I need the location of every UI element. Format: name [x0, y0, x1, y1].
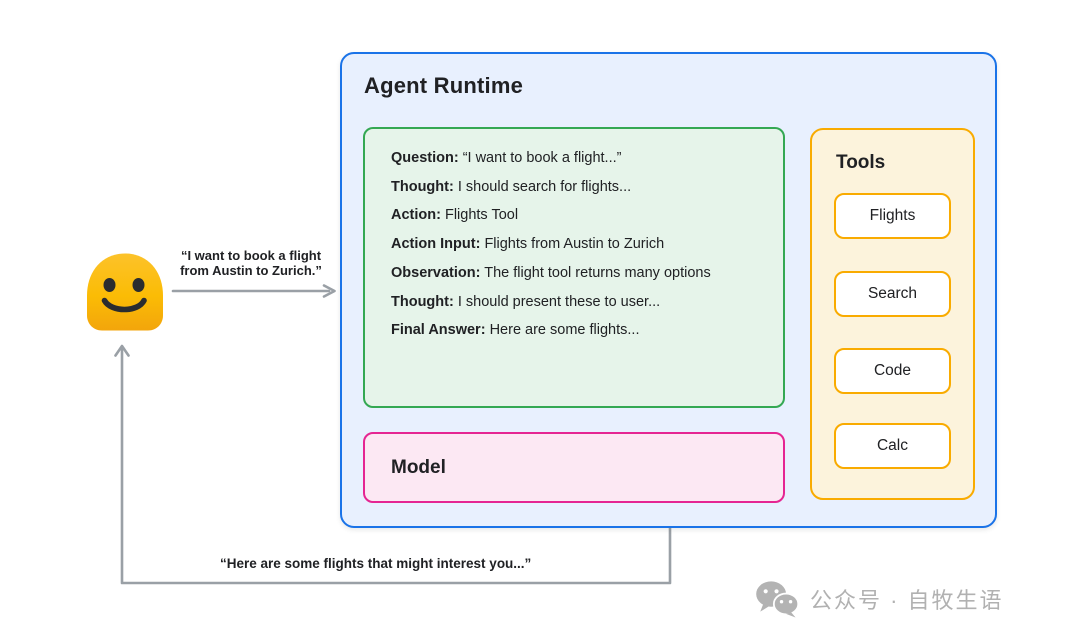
tools-title: Tools: [836, 152, 886, 173]
scratchpad-line-thought1: Thought: I should search for flights...: [391, 173, 769, 202]
watermark-text: 公众号 · 自牧生语: [810, 588, 1004, 613]
scratchpad-box: Question: “I want to book a flight...” T…: [363, 127, 785, 408]
line-label: Question:: [391, 150, 459, 166]
line-label: Action:: [391, 207, 441, 224]
model-box: Model: [363, 432, 785, 503]
request-message-line1: “I want to book a flight: [180, 248, 322, 263]
line-label: Final Answer:: [391, 322, 486, 339]
tool-code: Code: [834, 348, 951, 394]
line-text: Flights Tool: [444, 207, 519, 224]
line-text: Here are some flights...: [489, 322, 640, 339]
user-emoji: [82, 252, 168, 337]
tool-search: Search: [834, 271, 951, 317]
line-label: Thought:: [391, 178, 454, 195]
line-text: “I want to book a flight...”: [462, 150, 622, 166]
line-text: I should present these to user...: [457, 293, 661, 310]
blob-smiley-icon: [87, 253, 163, 331]
scratchpad-line-question: Question: “I want to book a flight...”: [391, 144, 769, 173]
agent-runtime-title: Agent Runtime: [364, 73, 524, 98]
line-text: Flights from Austin to Zurich: [484, 236, 665, 253]
scratchpad-line-action: Action: Flights Tool: [391, 201, 769, 230]
line-label: Thought:: [391, 293, 454, 310]
tool-calc: Calc: [834, 423, 951, 469]
line-label: Action Input:: [391, 236, 481, 253]
line-label: Observation:: [391, 264, 481, 281]
scratchpad-line-action-input: Action Input: Flights from Austin to Zur…: [391, 230, 769, 259]
request-message-line2: from Austin to Zurich.”: [180, 262, 322, 278]
tool-flights: Flights: [834, 193, 951, 239]
request-message: “I want to book a flight from Austin to …: [168, 248, 334, 278]
model-label: Model: [391, 456, 446, 478]
wechat-icon: [756, 581, 800, 618]
watermark: 公众号 · 自牧生语: [754, 580, 1004, 618]
line-text: The flight tool returns many options: [484, 264, 711, 281]
scratchpad-line-thought2: Thought: I should present these to user.…: [391, 288, 769, 317]
scratchpad-line-final-answer: Final Answer: Here are some flights...: [391, 316, 769, 345]
scratchpad-line-observation: Observation: The flight tool returns man…: [391, 259, 769, 288]
line-text: I should search for flights...: [457, 178, 632, 195]
request-arrow: [171, 284, 336, 298]
response-message: “Here are some flights that might intere…: [220, 556, 532, 571]
tools-box: Tools Flights Search Code Calc: [810, 128, 975, 500]
